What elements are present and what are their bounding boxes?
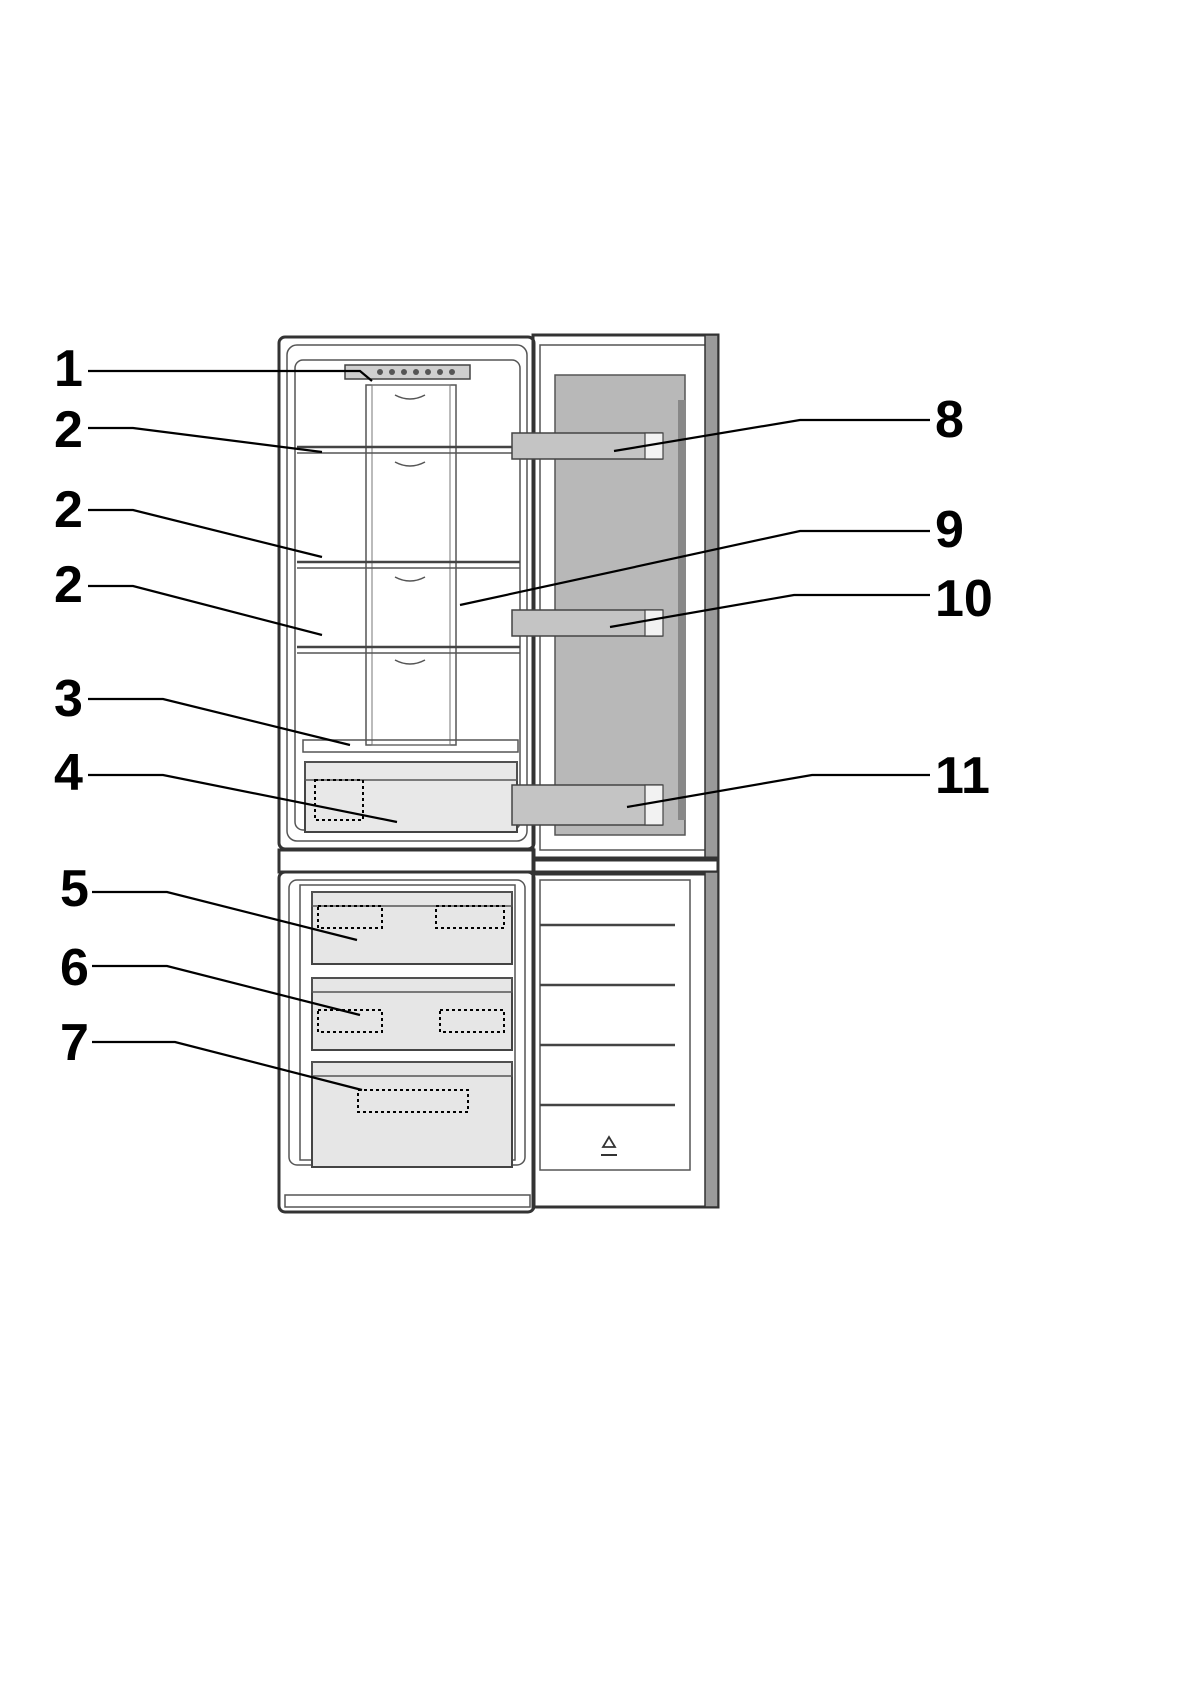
freezer-drawer-2	[312, 978, 512, 1050]
fridge-door	[512, 335, 718, 860]
crisper-drawer	[305, 762, 517, 832]
callout-5: 5	[60, 860, 89, 918]
callout-3: 3	[54, 670, 83, 728]
freezer-drawer-3	[312, 1062, 512, 1167]
callout-2a: 2	[54, 401, 83, 459]
callout-8: 8	[935, 391, 964, 449]
callout-6: 6	[60, 939, 89, 997]
freezer-symbol-icon	[601, 1137, 617, 1155]
callout-1: 1	[54, 340, 83, 398]
leader-1	[88, 371, 372, 381]
freezer-compartment	[279, 872, 534, 1212]
callout-2b: 2	[54, 481, 83, 539]
callout-9: 9	[935, 501, 964, 559]
freezer-door	[533, 872, 718, 1207]
callout-2c: 2	[54, 556, 83, 614]
callout-7: 7	[60, 1014, 89, 1072]
callout-11: 11	[935, 747, 990, 805]
leader-3	[88, 699, 350, 745]
callout-4: 4	[54, 744, 83, 802]
fridge-compartment	[279, 337, 534, 849]
callout-10: 10	[935, 570, 993, 628]
door-shelf-middle	[512, 610, 662, 636]
